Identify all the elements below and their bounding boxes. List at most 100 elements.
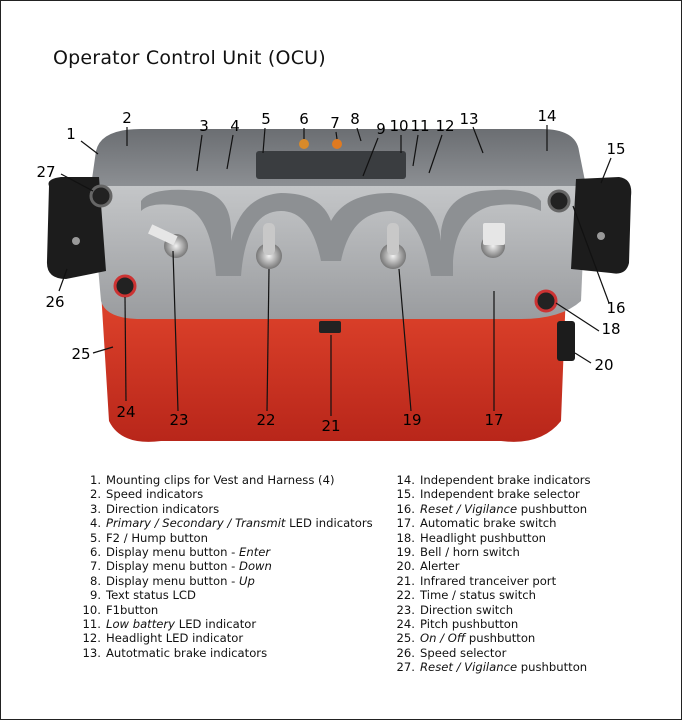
legend-text: pushbutton — [465, 631, 536, 646]
legend-text: Bell / horn switch — [420, 545, 520, 560]
callout-line-25 — [92, 346, 114, 354]
callout-line-13 — [472, 126, 484, 154]
legend-number: 8. — [89, 573, 101, 588]
legend-text: Infrared tranceiver port — [420, 573, 557, 588]
callout-line-1 — [80, 140, 99, 155]
legend-item: 16.Reset / Vigilance pushbutton — [393, 502, 591, 516]
legend-item: 22. Time / status switch — [393, 588, 591, 602]
legend-item: 7.Display menu button - Down — [79, 559, 373, 573]
lcd-display — [256, 151, 406, 179]
legend-item: 25. On / Off pushbutton — [393, 631, 591, 645]
callout-number-13: 13 — [459, 110, 478, 128]
legend-number: 4. — [89, 516, 101, 531]
callout-number-19: 19 — [402, 411, 421, 429]
callout-line-4 — [226, 134, 234, 170]
callout-line-18 — [555, 302, 600, 332]
legend-text: Display menu button - — [106, 573, 240, 588]
callout-line-20 — [574, 352, 592, 364]
legend-text: Reset / Vigilance — [420, 501, 518, 516]
callout-number-14: 14 — [537, 107, 556, 125]
legend-left: 1. Mounting clips for Vest and Harness (4… — [79, 473, 373, 660]
callout-number-24: 24 — [116, 403, 135, 421]
callout-line-24 — [124, 296, 127, 402]
legend-text: Low battery — [106, 617, 176, 632]
pitch-button — [113, 274, 137, 298]
callout-number-25: 25 — [71, 345, 90, 363]
legend-text: Text status LCD — [106, 588, 196, 603]
legend-text: LED indicators — [285, 516, 373, 531]
callout-number-10: 10 — [389, 117, 408, 135]
callout-number-27: 27 — [36, 163, 55, 181]
auto-brake-switch — [481, 223, 505, 258]
callout-number-23: 23 — [169, 411, 188, 429]
legend-number: 23. — [396, 602, 415, 617]
legend-text: Mounting clips for Vest and Harness (4) — [106, 473, 335, 487]
legend-number: 24. — [396, 617, 415, 632]
callout-number-26: 26 — [45, 293, 64, 311]
callout-number-15: 15 — [606, 140, 625, 158]
callout-number-9: 9 — [376, 120, 386, 138]
callout-line-9 — [362, 137, 379, 177]
legend-number: 25. — [396, 631, 415, 646]
legend-number: 12. — [82, 631, 101, 646]
legend-text: Time / status switch — [420, 588, 536, 603]
legend-number: 18. — [396, 530, 415, 545]
legend-text: Enter — [239, 545, 271, 560]
callout-number-3: 3 — [199, 117, 209, 135]
callout-number-21: 21 — [321, 417, 340, 435]
legend-number: 19. — [396, 545, 415, 560]
legend-text: F2 / Hump button — [106, 530, 208, 545]
red-lower-housing — [101, 291, 566, 442]
legend-text: Down — [239, 559, 272, 574]
legend-text: Display menu button - — [106, 559, 240, 574]
callout-number-1: 1 — [66, 125, 76, 143]
legend-item: 8.Display menu button - Up — [79, 574, 373, 588]
legend-number: 1. — [89, 473, 101, 487]
legend-item: 2.Speed indicators — [79, 487, 373, 501]
legend-number: 22. — [396, 588, 415, 603]
legend-item: 10.F1button — [79, 603, 373, 617]
callout-number-6: 6 — [299, 110, 309, 128]
callout-line-12 — [428, 134, 443, 174]
legend-text: Alerter — [420, 559, 460, 574]
infrared-port — [319, 321, 341, 333]
legend-item: 15.Independent brake selector — [393, 487, 591, 501]
legend-number: 21. — [396, 573, 415, 588]
legend-number: 17. — [396, 516, 415, 531]
callout-number-2: 2 — [122, 109, 132, 127]
reset-vigilance-button-left — [89, 184, 113, 208]
callout-number-20: 20 — [594, 356, 613, 374]
legend-text: Pitch pushbutton — [420, 617, 519, 632]
legend-item: 27.Reset / Vigilance pushbutton — [393, 660, 591, 674]
right-clip — [571, 177, 632, 274]
legend-text: pushbutton — [517, 660, 588, 675]
legend-number: 6. — [89, 545, 101, 560]
legend-text: Headlight pushbutton — [420, 530, 547, 545]
legend-item: 13.Autotmatic brake indicators — [79, 646, 373, 660]
legend-number: 10. — [82, 602, 101, 617]
bell-horn-switch — [380, 223, 406, 269]
legend-item: 19. Bell / horn switch — [393, 545, 591, 559]
page-title: Operator Control Unit (OCU) — [53, 47, 326, 69]
callout-number-12: 12 — [435, 117, 454, 135]
legend-text: Speed selector — [420, 645, 507, 660]
legend-number: 9. — [89, 588, 101, 603]
legend-item: 3.Direction indicators — [79, 502, 373, 516]
legend-text: Direction switch — [420, 602, 514, 617]
legend-item: 9. Text status LCD — [79, 588, 373, 602]
legend-number: 3. — [89, 501, 101, 516]
legend-item: 26.Speed selector — [393, 646, 591, 660]
legend-text: pushbutton — [517, 501, 588, 516]
callout-line-16 — [572, 205, 610, 304]
legend-item: 4.Primary / Secondary / Transmit LED ind… — [79, 516, 373, 530]
legend-number: 5. — [89, 530, 101, 545]
callout-line-8 — [356, 127, 362, 142]
legend-number: 27. — [396, 660, 415, 675]
reset-vigilance-button-right — [547, 189, 571, 213]
headlight-button — [534, 289, 558, 313]
legend-text: On / Off — [420, 631, 466, 646]
legend-number: 14. — [396, 473, 415, 487]
